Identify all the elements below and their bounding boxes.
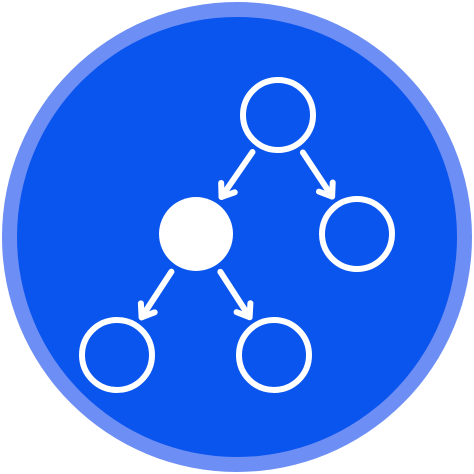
node-left-right-leaf (236, 317, 312, 393)
arrowhead (137, 300, 158, 321)
arrow-shaft (217, 268, 253, 321)
arrow-shaft (218, 149, 256, 200)
node-left-left-leaf (79, 317, 155, 393)
arrow-shaft (299, 149, 336, 200)
arrowhead (218, 179, 238, 200)
arrowhead (233, 300, 254, 321)
arrow-left-child-to-left-left-leaf (137, 268, 175, 321)
edge-group (137, 149, 336, 321)
node-group (79, 77, 395, 393)
inner-disc (17, 17, 457, 457)
arrow-root-to-left-child (218, 149, 256, 200)
arrow-root-to-right-child (299, 149, 336, 200)
node-right-child (319, 196, 395, 272)
node-left-child (159, 197, 233, 271)
arrow-left-child-to-left-right-leaf (217, 268, 254, 321)
arrow-shaft (138, 268, 175, 321)
node-root (240, 77, 316, 153)
arrowhead (315, 179, 336, 200)
